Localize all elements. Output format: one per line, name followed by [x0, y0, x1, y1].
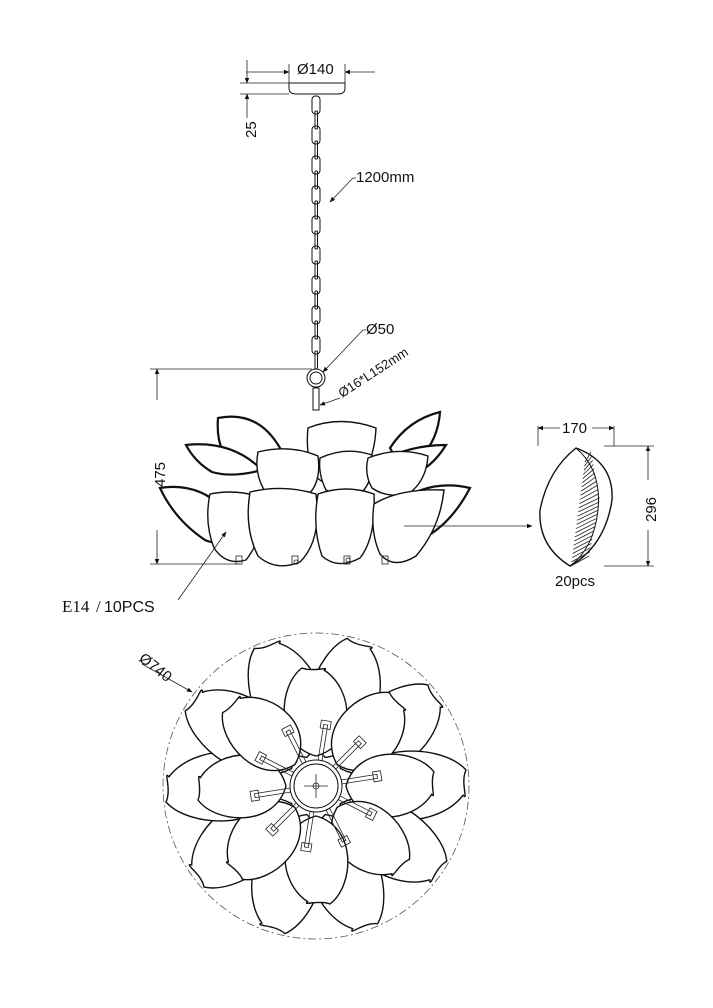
chain-link [314, 200, 318, 220]
canopy: Ø140 25 [240, 60, 375, 138]
chain-link [311, 95, 321, 115]
chain-link [311, 215, 321, 235]
rod-label: Ø16*L152mm [335, 344, 410, 400]
socket-type-label: E14 [62, 597, 90, 616]
chain-label-group: 1200mm [329, 169, 414, 203]
chain-link [314, 260, 318, 280]
lamp-side-view: 475 E14 / 10PCS [62, 368, 533, 616]
chain-link [314, 290, 318, 310]
total-diameter-label: Ø740 [136, 650, 175, 686]
lamp-top-view: Ø740 [136, 632, 470, 940]
ring-diameter-label: Ø50 [366, 321, 394, 338]
chain-length-label: 1200mm [356, 169, 414, 186]
chain-link [311, 335, 321, 355]
chain-link [311, 125, 321, 145]
petal-count-label: 20pcs [555, 573, 595, 590]
chain-link [311, 305, 321, 325]
chain-link [314, 230, 318, 250]
petal-width-label: 170 [562, 420, 587, 437]
canopy-height-label: 25 [243, 121, 260, 138]
petal-detail: 170 296 20pcs [537, 420, 660, 590]
ring-and-rod: Ø50 Ø16*L152mm [306, 321, 411, 411]
chain-link [311, 275, 321, 295]
chain [311, 95, 321, 370]
chain-link [314, 320, 318, 340]
chain-link [314, 170, 318, 190]
chain-link [314, 140, 318, 160]
top-inner-petal [221, 695, 302, 772]
chain-link [311, 155, 321, 175]
height-label: 475 [152, 462, 169, 487]
socket-separator: / [96, 597, 101, 616]
chain-link [311, 185, 321, 205]
chain-link [314, 110, 318, 130]
petal-height-label: 296 [643, 497, 660, 522]
socket-count-label: 10PCS [104, 599, 155, 616]
canopy-diameter-label: Ø140 [297, 61, 334, 78]
chain-link [311, 245, 321, 265]
